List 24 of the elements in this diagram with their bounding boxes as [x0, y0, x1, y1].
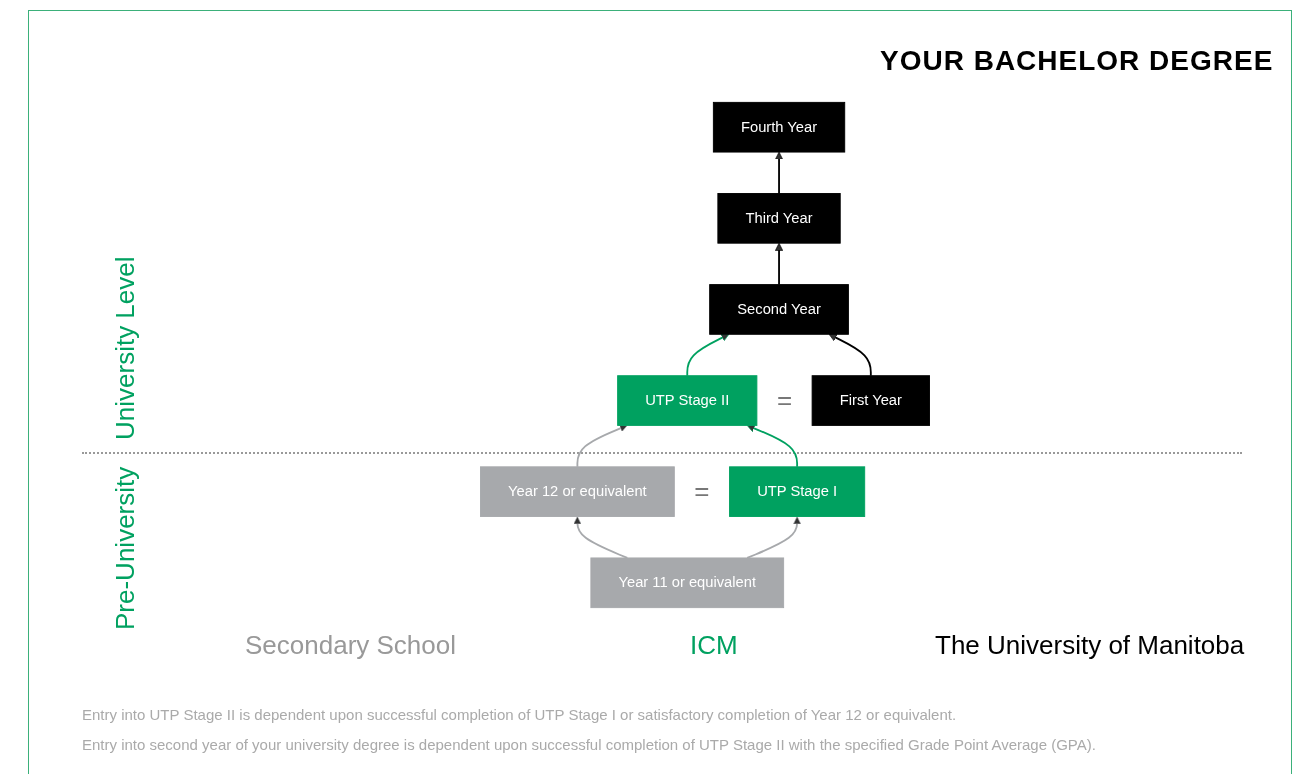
footnote: Entry into UTP Stage II is dependent upon successful completion of UTP Stage I or satisfactory completion of Year 12 or equivalent.	[82, 706, 957, 723]
arrow	[775, 151, 784, 195]
column-label: The University of Manitoba	[935, 630, 1245, 661]
node-box: UTP Stage I	[729, 466, 866, 517]
arrow	[828, 333, 872, 377]
equals-sign: =	[776, 385, 793, 417]
node-box: Year 12 or equivalent	[480, 466, 675, 517]
column-label: Secondary School	[245, 630, 457, 661]
level-label: University Level	[110, 256, 141, 440]
node-box: First Year	[811, 375, 930, 426]
arrow	[576, 424, 628, 468]
arrow	[746, 424, 799, 468]
arrow	[686, 333, 730, 377]
heading: YOUR BACHELOR DEGREE	[880, 45, 1274, 77]
node-box: Fourth Year	[712, 101, 846, 153]
node-box: Year 11 or equivalent	[590, 557, 785, 609]
node-box: UTP Stage II	[617, 375, 758, 426]
node-box: Third Year	[717, 193, 841, 244]
level-label: Pre-University	[110, 466, 141, 630]
equals-sign: =	[694, 476, 710, 508]
node-box: Second Year	[709, 284, 849, 335]
arrow	[775, 242, 784, 286]
column-label: ICM	[690, 630, 738, 661]
footnote: Entry into second year of your university degree is dependent upon successful completion of UTP Stage II with the specified Grade Point Average (GPA).	[82, 736, 1096, 753]
